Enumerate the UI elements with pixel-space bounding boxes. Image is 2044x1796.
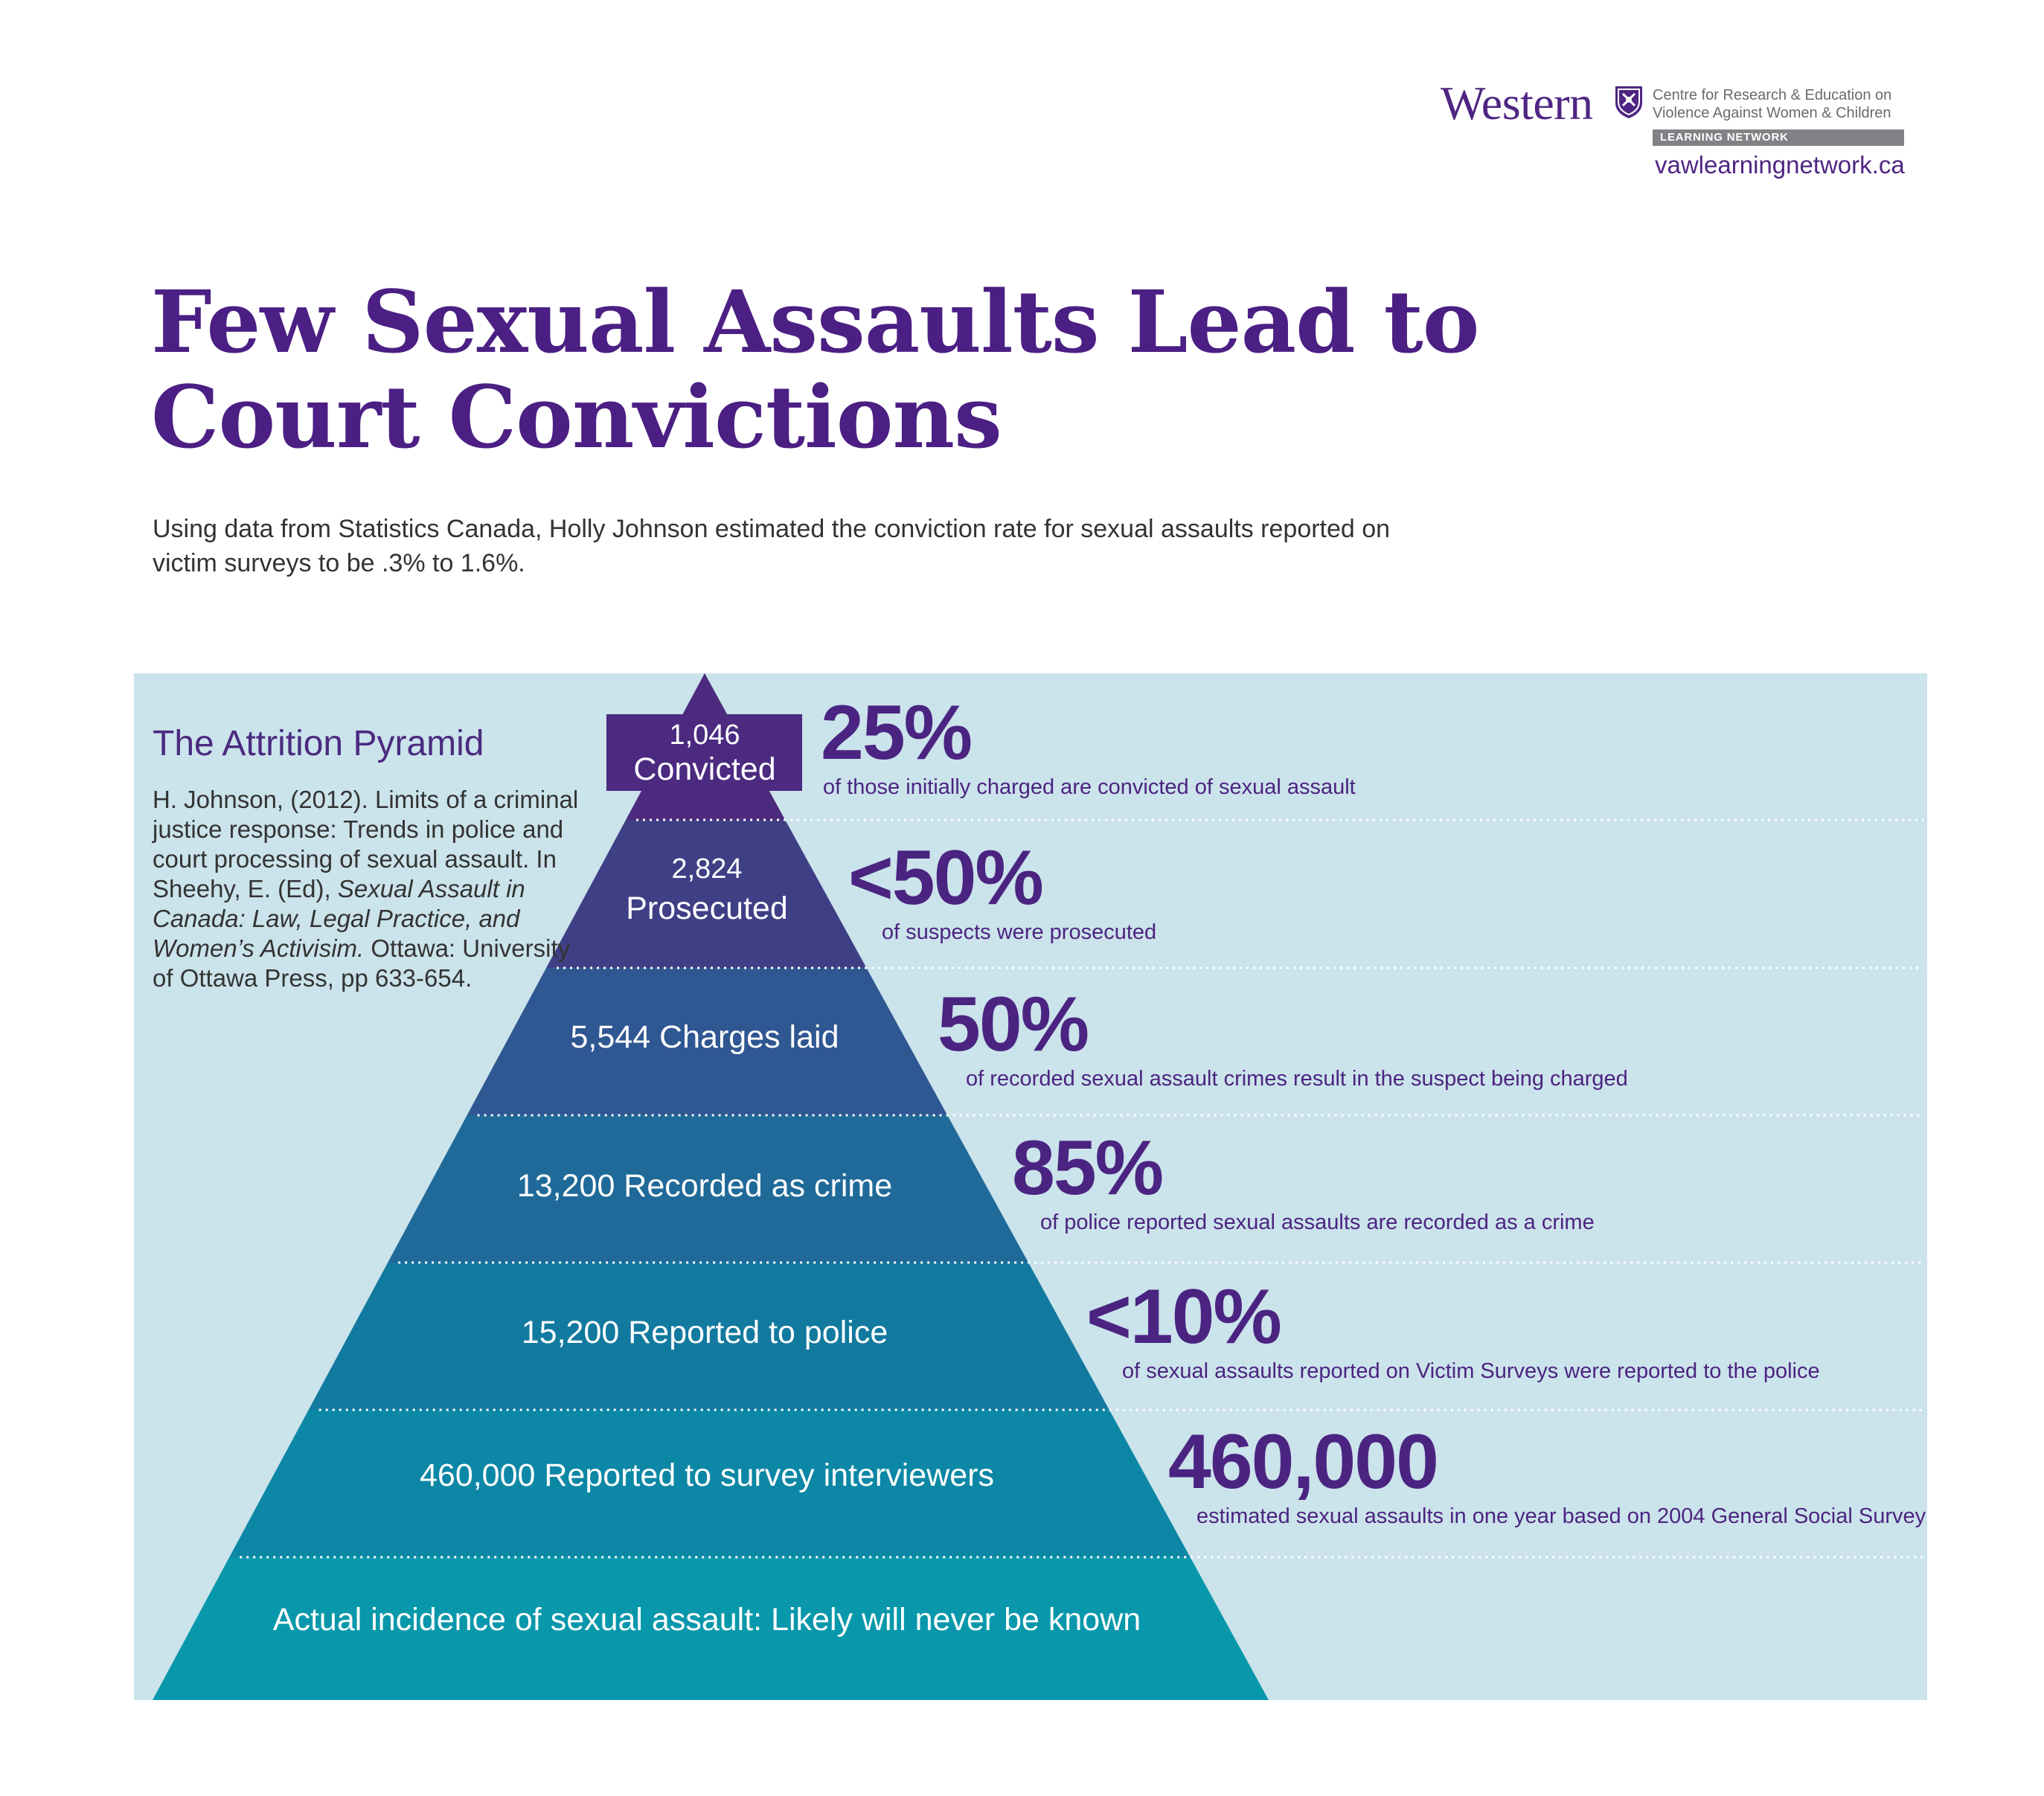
stat-value: 50% — [938, 981, 1089, 1068]
stat-prosecuted: <50% of suspects were prosecuted — [848, 837, 1156, 946]
stat-convicted: 25% of those initially charged are convi… — [821, 692, 1356, 801]
citation-text-2: Ottawa: University of Ottawa Press, pp 6… — [153, 934, 571, 992]
tier-count: 1,046 — [669, 719, 740, 751]
tier-label-actual: Actual incidence of sexual assault: Like… — [272, 1602, 1141, 1638]
crest-icon — [1615, 86, 1642, 118]
pyramid-tier — [153, 1557, 1269, 1700]
tier-name: Convicted — [633, 751, 776, 787]
stat-reported-police: <10% of sexual assaults reported on Vict… — [1086, 1276, 1820, 1385]
attrition-pyramid — [153, 673, 1923, 1700]
pyramid-tier — [388, 1115, 1029, 1263]
stat-description: of those initially charged are convicted… — [823, 775, 1356, 799]
tier-label-prosecuted: 2,824 Prosecuted — [626, 850, 788, 929]
stat-value: 85% — [1012, 1125, 1164, 1211]
stat-value: 460,000 — [1168, 1419, 1439, 1505]
pyramid-tier — [546, 820, 867, 968]
network-bar: LEARNING NETWORK — [1653, 129, 1904, 146]
pyramid-tier — [229, 1410, 1191, 1557]
org-name: Centre for Research & Education on Viole… — [1653, 86, 1891, 122]
org-name-line2: Violence Against Women & Children — [1653, 105, 1891, 121]
tier-name: Prosecuted — [626, 891, 788, 926]
citation-text-1: H. Johnson, (2012). Limits of a criminal… — [153, 786, 579, 902]
stat-value: 25% — [821, 690, 973, 776]
stat-value: <10% — [1086, 1274, 1282, 1360]
stat-description: of suspects were prosecuted — [882, 920, 1157, 944]
tier-label-police: 15,200 Reported to police — [521, 1315, 888, 1350]
tier-label-survey: 460,000 Reported to survey interviewers — [419, 1457, 995, 1493]
tier-label-charges: 5,544 Charges laid — [570, 1019, 839, 1055]
stat-recorded: 85% of police reported sexual assaults a… — [1012, 1127, 1595, 1236]
citation: H. Johnson, (2012). Limits of a criminal… — [153, 785, 584, 993]
stat-description: of recorded sexual assault crimes result… — [966, 1067, 1628, 1091]
citation-italic: Sexual Assault in Canada: Law, Legal Pra… — [153, 875, 525, 962]
tier-count: 2,824 — [671, 853, 743, 885]
website-link[interactable]: vawlearningnetwork.ca — [1655, 151, 1905, 179]
stat-charged: 50% of recorded sexual assault crimes re… — [938, 984, 1628, 1092]
stat-description: estimated sexual assaults in one year ba… — [1196, 1504, 1926, 1528]
pyramid-heading: The Attrition Pyramid — [153, 724, 484, 763]
pyramid-tier — [308, 1263, 1109, 1410]
stat-description: of police reported sexual assaults are r… — [1040, 1210, 1595, 1234]
stat-description: of sexual assaults reported on Victim Su… — [1122, 1359, 1820, 1383]
logo-wordmark: Western — [1441, 77, 1593, 129]
network-label: LEARNING NETWORK — [1660, 131, 1789, 144]
pyramid-panel — [134, 673, 1927, 1700]
page-subtitle: Using data from Statistics Canada, Holly… — [153, 515, 1391, 577]
stat-survey: 460,000 estimated sexual assaults in one… — [1168, 1421, 1926, 1530]
stat-value: <50% — [848, 835, 1044, 921]
western-logo: Western Centre for Research & Education … — [1432, 74, 1909, 186]
org-name-line1: Centre for Research & Education on — [1653, 87, 1892, 103]
tier-label-recorded: 13,200 Recorded as crime — [516, 1168, 893, 1204]
page-title: Few Sexual Assaults Lead to Court Convic… — [151, 272, 1479, 468]
tier-label-convicted: 1,046 Convicted — [633, 718, 775, 786]
convicted-box — [606, 714, 802, 791]
pyramid-tier — [467, 968, 948, 1115]
